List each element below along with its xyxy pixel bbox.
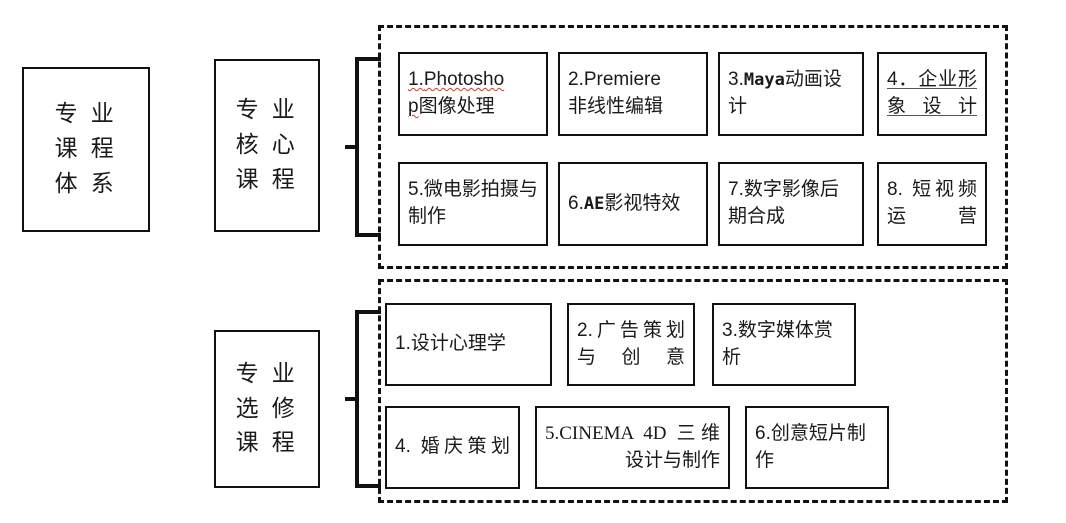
course-card-elective-6[interactable]: 6.创意短片制作: [745, 406, 889, 489]
root-node-label: 专 业 课 程 体 系: [54, 101, 118, 196]
course-card-core-5[interactable]: 5.微电影拍摄与制作: [398, 162, 548, 246]
course-card-core-6-label: 6.AE影视特效: [568, 191, 698, 218]
bracket-core-courses: [345, 57, 385, 237]
bracket-elective-stem: [345, 397, 359, 401]
group-container-core-courses: [378, 25, 1008, 269]
course-card-core-2-label: 2.Premiere 非线性编辑: [568, 67, 698, 121]
category-node-core-courses[interactable]: 专 业 核 心 课 程: [214, 59, 320, 232]
course-1-latin: 1.: [408, 69, 424, 91]
course-6-cn: 影视特效: [604, 192, 681, 214]
course-card-core-8[interactable]: 8. 短视频运营: [877, 162, 987, 246]
course-card-core-3-label: 3.Maya动画设计: [728, 67, 854, 121]
bracket-elective-arm-top: [355, 310, 381, 314]
course-card-core-4[interactable]: 4．企业形象设计: [877, 52, 987, 136]
course-6-latin: AE: [583, 193, 605, 214]
course-card-elective-4-label: 4. 婚庆策划: [395, 436, 510, 458]
course-card-elective-1-label: 1.设计心理学: [395, 333, 506, 355]
course-card-elective-1[interactable]: 1.设计心理学: [385, 303, 552, 386]
course-card-core-3[interactable]: 3.Maya动画设计: [718, 52, 864, 136]
root-node-professional-course-system[interactable]: 专 业 课 程 体 系: [22, 67, 150, 232]
course-2-latin: Premiere: [583, 69, 661, 91]
course-card-elective-6-label: 6.创意短片制作: [755, 422, 866, 471]
bracket-core-stem: [345, 145, 359, 149]
course-card-elective-5[interactable]: 5.CINEMA 4D 三维设计与制作: [535, 406, 730, 489]
course-card-elective-2[interactable]: 2.广告策划与创意: [567, 303, 695, 386]
course-1-latin-word: Photosho: [423, 69, 505, 91]
course-8-text: 8. 短视频运营: [887, 179, 977, 227]
course-3-prefix: 3.: [728, 69, 744, 91]
course-card-core-4-label: 4．企业形象设计: [887, 67, 977, 121]
course-card-core-2[interactable]: 2.Premiere 非线性编辑: [558, 52, 708, 136]
course-3-cn: 动画设计: [728, 69, 842, 117]
course-6-prefix: 6.: [568, 192, 584, 214]
bracket-elective-courses: [345, 310, 385, 488]
bracket-core-arm-top: [355, 57, 381, 61]
course-card-elective-4[interactable]: 4. 婚庆策划: [385, 406, 520, 489]
course-card-core-7[interactable]: 7.数字影像后期合成: [718, 162, 864, 246]
group-container-elective-courses: [378, 279, 1008, 503]
course-card-core-5-label: 5.微电影拍摄与制作: [408, 177, 538, 231]
course-card-elective-5-label: 5.CINEMA 4D 三维设计与制作: [545, 422, 720, 471]
course-2-prefix: 2.: [568, 69, 584, 91]
bracket-core-arm-bottom: [355, 233, 381, 237]
category-node-elective-courses-label: 专 业 选 修 课 程: [235, 360, 299, 456]
category-node-core-courses-label: 专 业 核 心 课 程: [235, 97, 299, 192]
course-card-core-8-label: 8. 短视频运营: [887, 177, 977, 231]
course-card-elective-3-label: 3.数字媒体赏析: [722, 319, 833, 368]
course-2-cn: 非线性编辑: [568, 96, 664, 117]
category-node-elective-courses[interactable]: 专 业 选 修 课 程: [214, 330, 320, 488]
bracket-elective-arm-bottom: [355, 484, 381, 488]
course-card-elective-2-label: 2.广告策划与创意: [577, 319, 685, 368]
course-4-text: 4．企业形象设计: [887, 69, 977, 117]
course-card-core-7-label: 7.数字影像后期合成: [728, 177, 854, 231]
course-1-latin-cont: p: [408, 96, 419, 117]
course-1-cn: 图像处理: [418, 96, 495, 117]
course-card-elective-3[interactable]: 3.数字媒体赏析: [712, 303, 856, 386]
course-3-latin: Maya: [743, 70, 785, 91]
course-card-core-6[interactable]: 6.AE影视特效: [558, 162, 708, 246]
course-5-text: 5.微电影拍摄与制作: [408, 179, 538, 227]
course-7-text: 7.数字影像后期合成: [728, 179, 839, 227]
